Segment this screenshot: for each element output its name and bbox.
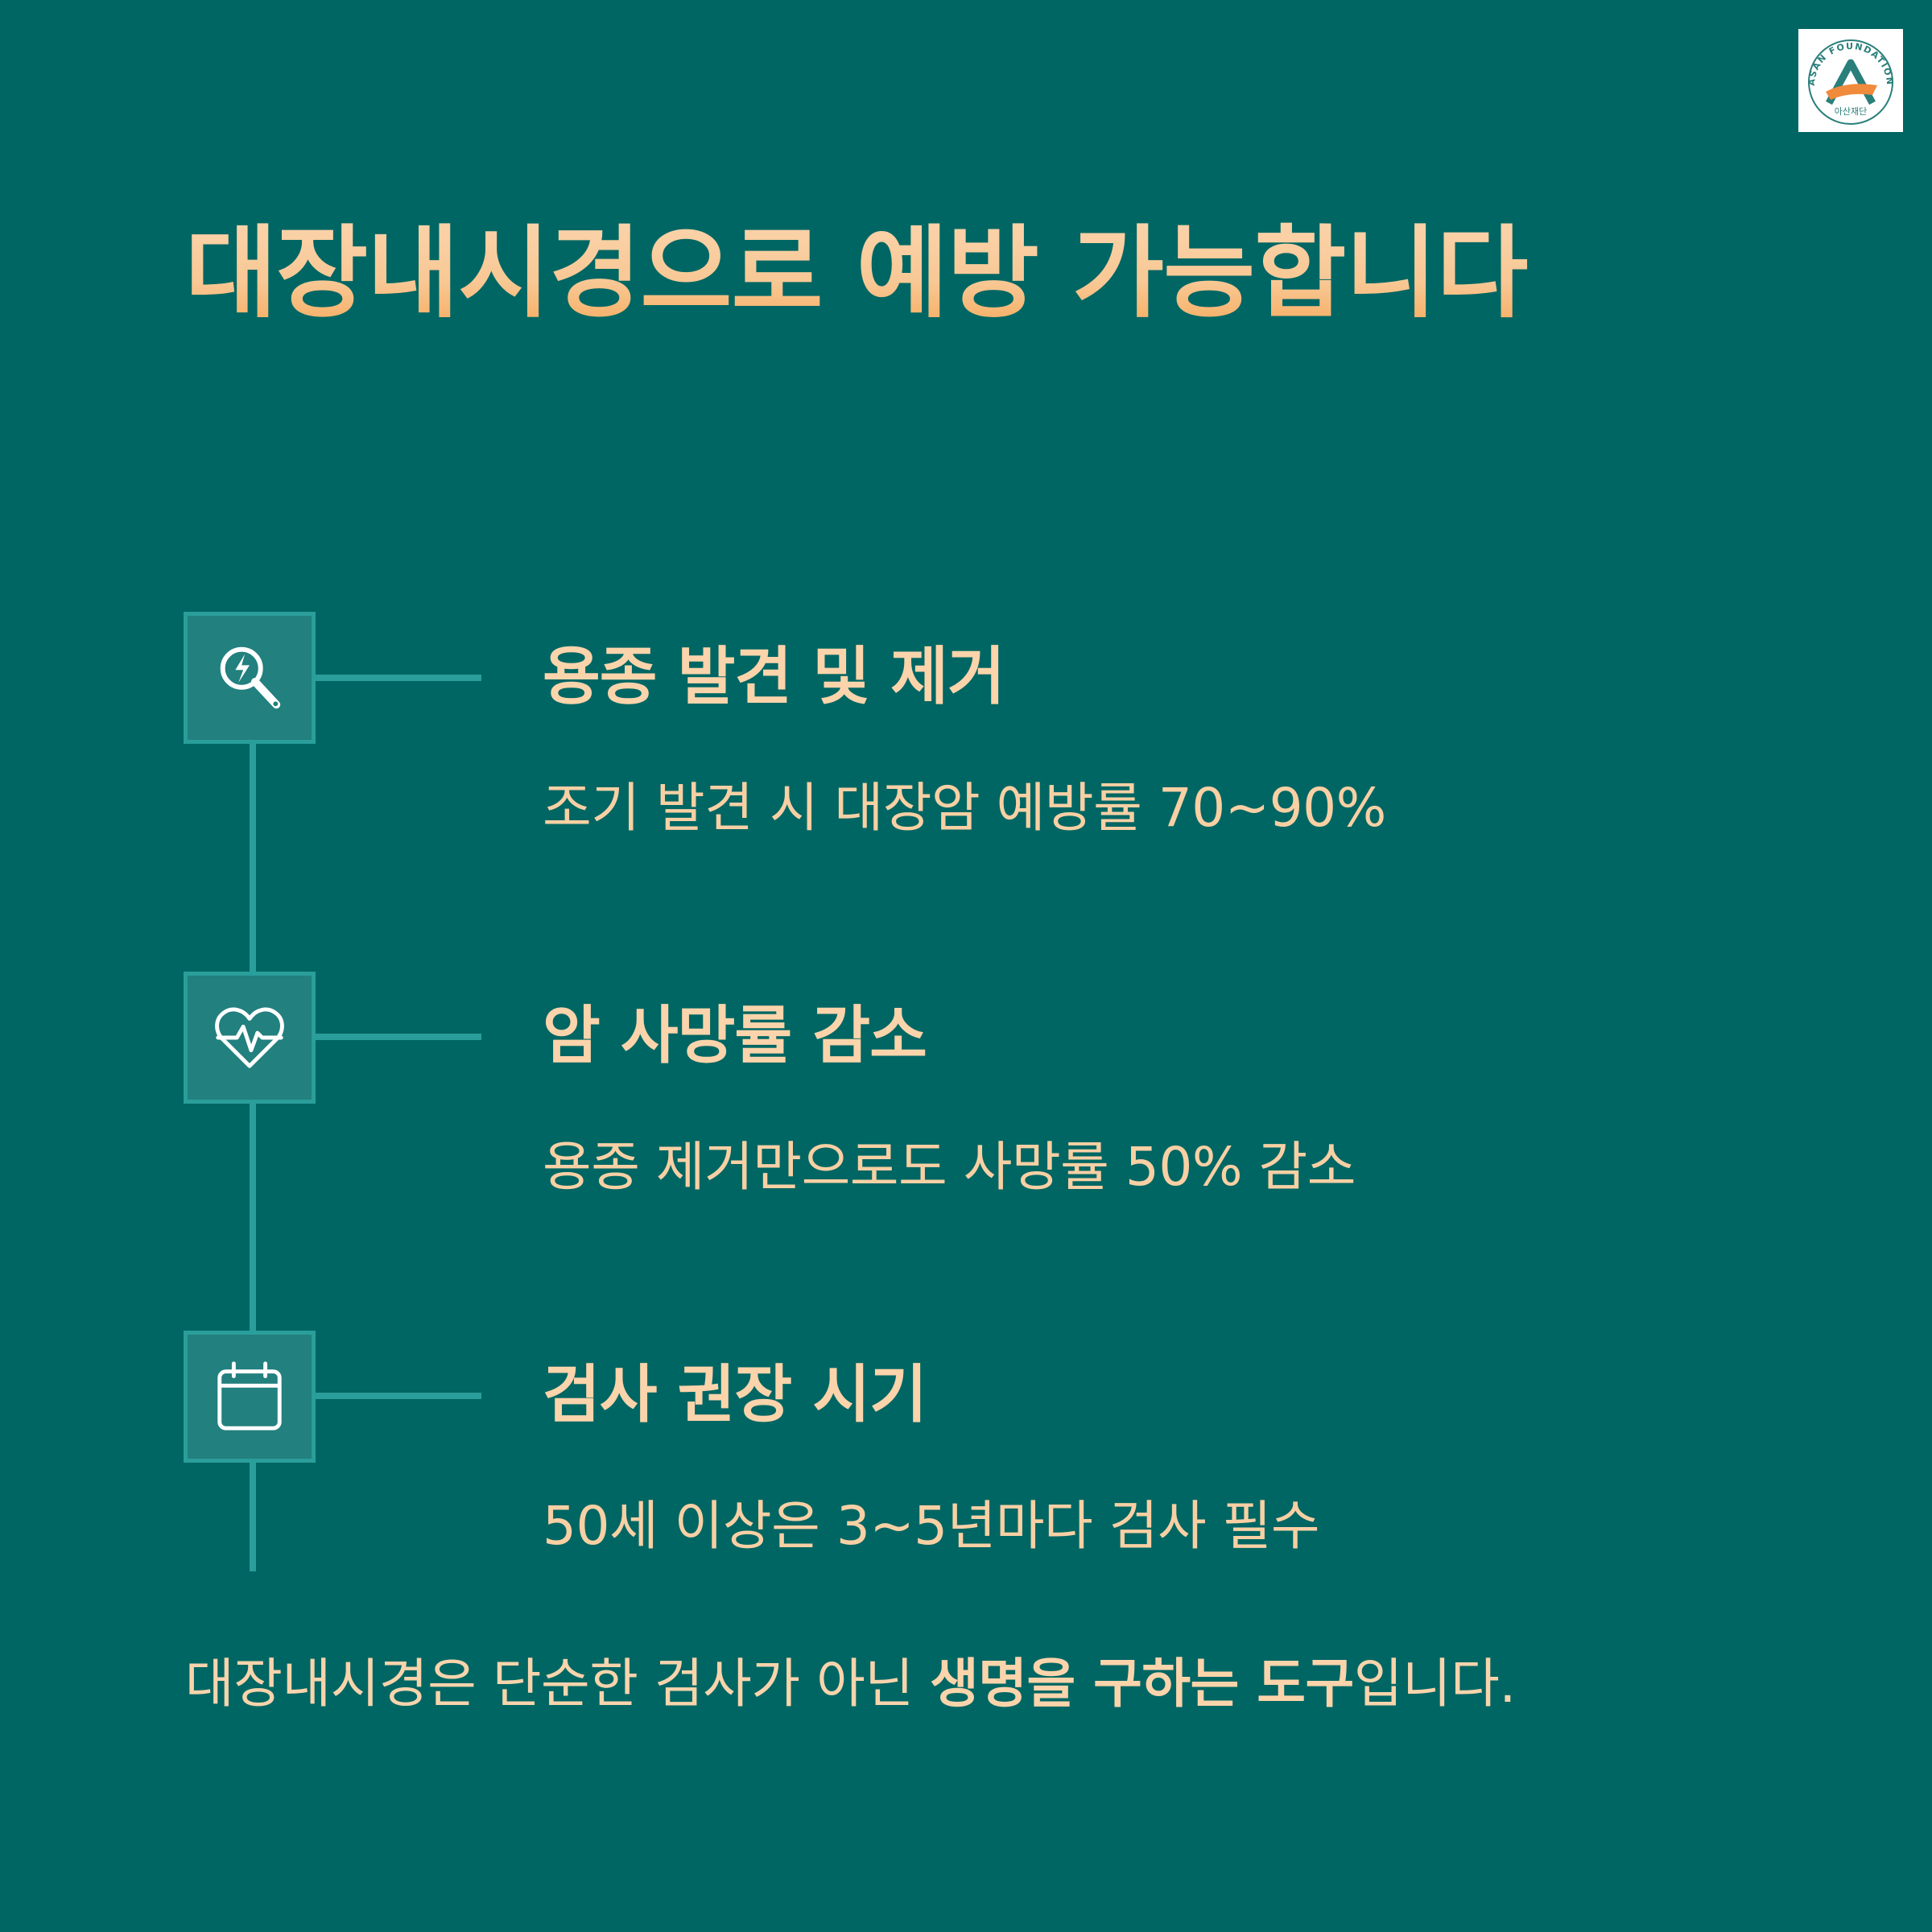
item-desc-polyp: 조기 발견 시 대장암 예방률 70~90%	[543, 777, 1386, 839]
magnifier-icon	[220, 646, 281, 709]
item-connector	[316, 1034, 481, 1040]
item-desc-schedule: 50세 이상은 3~5년마다 검사 필수	[543, 1495, 1320, 1557]
footer-statement: 대장내시경은 단순한 검사가 아닌 생명을 구하는 도구입니다.	[185, 1644, 1516, 1724]
calendar-icon	[217, 1361, 282, 1430]
asan-foundation-logo: ASAN FOUNDATION 아산재단	[1798, 29, 1903, 132]
item-title-schedule: 검사 권장 시기	[543, 1359, 927, 1431]
footer-text-emphasis: 생명을 구하는 도구	[930, 1653, 1354, 1715]
item-title-polyp: 용종 발견 및 제거	[543, 641, 1005, 713]
heart-pulse-icon	[215, 1007, 284, 1068]
item-desc-mortality: 용종 제거만으로도 사망률 50% 감소	[543, 1136, 1356, 1198]
item-icon-box-mortality	[184, 972, 316, 1104]
item-connector	[316, 675, 481, 681]
footer-text-after: 입니다.	[1353, 1653, 1517, 1715]
footer-text-before: 대장내시경은 단순한 검사가 아닌	[185, 1653, 930, 1715]
item-icon-box-schedule	[184, 1331, 316, 1463]
item-icon-box-polyp	[184, 612, 316, 744]
svg-text:아산재단: 아산재단	[1835, 106, 1867, 117]
item-connector	[316, 1393, 481, 1399]
page-title: 대장내시경으로 예방 가능합니다	[185, 200, 1715, 348]
timeline-line	[250, 741, 256, 1571]
item-title-mortality: 암 사망률 감소	[543, 1000, 927, 1072]
